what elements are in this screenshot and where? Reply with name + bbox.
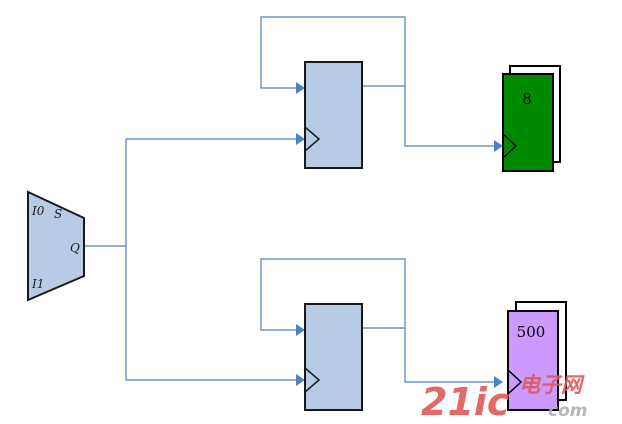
watermark-brand: 21ic [421, 380, 510, 419]
display-bottom: 500 [507, 301, 567, 411]
mux-select-label: S [54, 207, 62, 221]
display-top: 8 [502, 65, 561, 172]
mux-body [27, 190, 85, 302]
arrowhead-bottom-display-input [494, 376, 503, 388]
watermark-brand-cn: 电子网 [519, 373, 585, 397]
mux-input-0-label: I0 [31, 204, 45, 218]
arrowhead-top-display-input [494, 140, 503, 152]
counter-top-body [304, 61, 363, 169]
wire-top-to-display [404, 86, 496, 147]
display-bottom-value: 500 [517, 323, 546, 341]
display-top-value: 8 [522, 90, 532, 108]
arrowhead-top-counter-clock [296, 133, 305, 145]
counter-top [304, 61, 363, 169]
counter-bottom-clock-symbol [304, 367, 321, 393]
wire-top-feedback [260, 16, 406, 89]
arrowhead-bottom-counter-clock [296, 374, 305, 386]
mux-input-1-label: I1 [31, 277, 44, 291]
display-bottom-clock-symbol [507, 369, 523, 395]
wire-clock-to-bottom-counter [125, 246, 298, 381]
mux-output-label: Q [70, 241, 80, 255]
counter-top-clock-symbol [304, 126, 321, 152]
watermark-logo: 21ic 电子网 com [421, 373, 587, 424]
multiplexer: I0 S Q I1 [27, 190, 85, 302]
wire-bottom-feedback [260, 258, 406, 331]
arrowhead-top-counter-input [296, 82, 305, 94]
wire-clock-to-top-counter [125, 138, 298, 246]
wire-bottom-to-display [404, 328, 496, 383]
display-top-front-sheet [502, 73, 554, 172]
display-bottom-front-sheet [507, 310, 559, 411]
display-top-clock-symbol [502, 133, 518, 159]
wires [84, 16, 496, 383]
watermark-site: com [548, 401, 587, 419]
arrowheads [296, 82, 503, 388]
arrowhead-bottom-counter-input [296, 324, 305, 336]
counter-bottom [304, 303, 363, 411]
counter-bottom-body [304, 303, 363, 411]
